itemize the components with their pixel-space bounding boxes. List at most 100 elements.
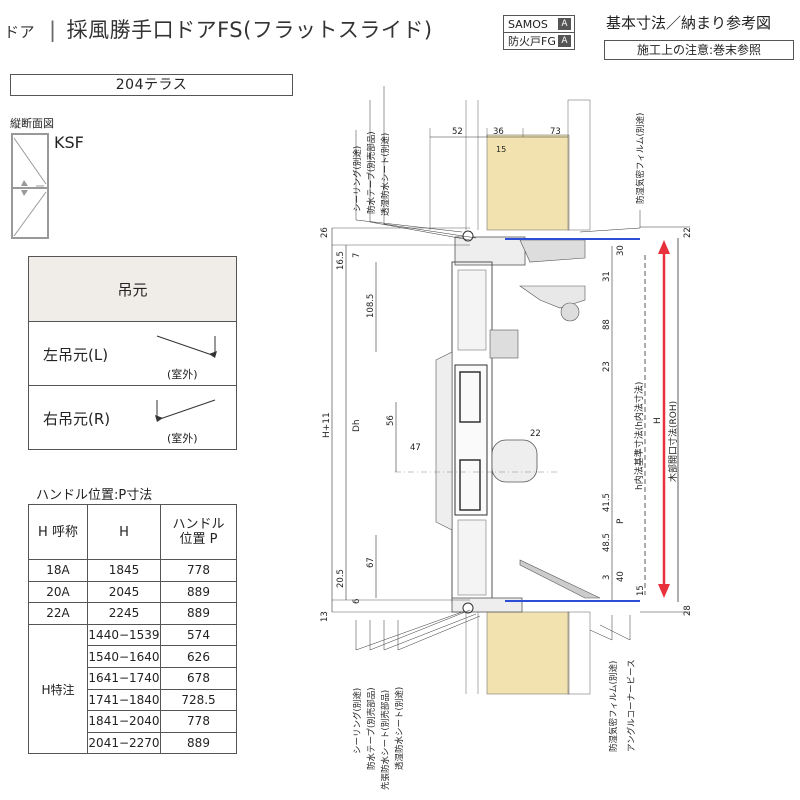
cell-p: 626 (160, 645, 237, 668)
hanging-row-left: 左吊元(L) (室外) (28, 321, 237, 386)
cell-h: 1540−1640 (87, 645, 161, 668)
series-name: 204テラス (10, 74, 293, 96)
cell-h: 1641−1740 (87, 666, 161, 690)
hanging-header: 吊元 (28, 256, 237, 322)
interior-board-top (567, 99, 591, 231)
table-row: 18A 1845 778 (28, 559, 237, 582)
dim-47: 47 (410, 443, 421, 453)
title-text: 採風勝手口ドアFS(フラットスライド) (66, 18, 433, 42)
dim-40: 40 (616, 571, 626, 582)
cell-p: 778 (160, 559, 237, 582)
badge-fireproof-mark: A (558, 35, 571, 47)
dim-67: 67 (366, 557, 376, 568)
dim-top-22: 22 (683, 227, 693, 238)
cell-p: 678 (160, 666, 237, 690)
swing-left-icon (156, 335, 217, 358)
construction-note: 施工上の注意:巻末参照 (604, 40, 794, 60)
dim-23: 23 (602, 361, 612, 372)
dim-56: 56 (386, 415, 396, 426)
dim-88: 88 (602, 319, 612, 330)
cell-h: 2045 (87, 580, 161, 604)
col-p: ハンドル 位置 P (160, 504, 237, 560)
cell-h: 1741−1840 (87, 688, 161, 712)
dim-7: 7 (352, 253, 362, 258)
cell-h: 1440−1539 (87, 623, 161, 647)
cell-p: 728.5 (160, 688, 237, 712)
badge-fireproof: 防火戸FG A (503, 32, 575, 50)
dim-20-5: 20.5 (336, 569, 346, 588)
cell-special-name: H特注 (28, 623, 88, 755)
table-row: 20A 2045 889 (28, 580, 237, 604)
label-dh: Dh (352, 419, 362, 432)
dim-wall-15: 15 (496, 145, 506, 154)
callout-presheet-bottom: 先張防水シート(別売部品) (380, 690, 391, 790)
label-inner-size: h内法基準寸法(h内法寸法) (633, 382, 645, 490)
callout-tape-bottom: 防水テープ(別売部品) (366, 687, 377, 770)
table-row: H特注 1440−1539 574 (28, 623, 237, 755)
dim-16-5: 16.5 (336, 251, 346, 270)
label-p: P (616, 518, 626, 524)
cell-p: 574 (160, 623, 237, 647)
label-h: H (653, 417, 663, 424)
model-label: KSF (54, 133, 84, 152)
page-title: ドア | 採風勝手口ドアFS(フラットスライド) (4, 14, 433, 44)
cell-p: 778 (160, 710, 237, 733)
callout-film-top: 防湿気密フィルム(別途) (635, 113, 646, 204)
dim-top-36: 36 (493, 127, 504, 137)
latch-box (489, 329, 519, 359)
dim-22: 22 (530, 429, 541, 439)
label-roh: 木部開口寸法(ROH) (667, 401, 679, 482)
title-prefix: ドア (4, 23, 36, 41)
hanging-right-label: 右吊元(R) (43, 410, 111, 428)
cell-p: 889 (160, 580, 237, 604)
cell-name: 20A (28, 580, 88, 604)
dim-top-73: 73 (550, 127, 561, 137)
sealant-bottom (462, 602, 474, 614)
badge-samos-label: SAMOS (508, 17, 548, 31)
dim-bottom-28: 28 (683, 605, 693, 616)
label-h-plus-11: H+11 (322, 412, 332, 438)
cell-name: 18A (28, 559, 88, 582)
table-row: 1540−1640 626 (29, 645, 237, 668)
hanging-right-sub: (室外) (167, 432, 198, 445)
section-title: 縦断面図 (10, 117, 54, 130)
hanging-left-sub: (室外) (167, 368, 198, 381)
dim-13: 13 (320, 611, 330, 622)
hanging-row-right: 右吊元(R) (室外) (28, 385, 237, 450)
dim-48-5: 48.5 (602, 533, 612, 552)
section-diagram: 52 36 73 15 シーリング(別途) 防水テープ(別売部品) 透湿防水シー… (320, 86, 693, 790)
dim-3: 3 (602, 575, 612, 580)
dim-15: 15 (636, 585, 646, 596)
cell-h: 2041−2270 (87, 731, 161, 755)
col-h-name: H 呼称 (28, 504, 88, 560)
dim-41-5: 41.5 (602, 493, 612, 512)
cell-h: 1845 (87, 559, 161, 582)
table-row: 1741−1840 728.5 (29, 688, 237, 712)
dim-31: 31 (602, 271, 612, 282)
interior-board-bottom (567, 611, 591, 695)
door-section-icon (11, 133, 49, 239)
dim-6: 6 (352, 599, 362, 604)
table-row: 2041−2270 889 (29, 731, 237, 755)
cell-p: 889 (160, 731, 237, 755)
dim-108-5: 108.5 (366, 294, 376, 318)
table-row: 22A 2245 889 (28, 602, 237, 625)
wood-stud-bottom (486, 611, 570, 695)
callout-tape-top: 防水テープ(別売部品) (366, 131, 377, 214)
cell-h: 1841−2040 (87, 710, 161, 733)
hanging-table: 吊元 左吊元(L) (室外) 右吊元(R) (室外) (28, 256, 237, 450)
closer-pivot (560, 302, 580, 322)
badge-fireproof-label: 防火戸FG (508, 35, 556, 48)
callout-angle-bead: アングルコーナービース (626, 659, 637, 752)
callout-sheet-top: 透湿防水シート(別途) (380, 133, 391, 216)
callout-sealing-top: シーリング(別途) (352, 146, 363, 212)
dim-30: 30 (616, 245, 626, 256)
handle-table-title: ハンドル位置:P寸法 (36, 488, 153, 503)
cell-name: 22A (28, 602, 88, 625)
outer-glass-panel (435, 351, 453, 531)
dim-top-52: 52 (452, 127, 463, 137)
dim-26: 26 (320, 227, 330, 238)
handle (491, 439, 538, 483)
cell-p: 889 (160, 602, 237, 625)
title-divider: | (49, 18, 57, 42)
